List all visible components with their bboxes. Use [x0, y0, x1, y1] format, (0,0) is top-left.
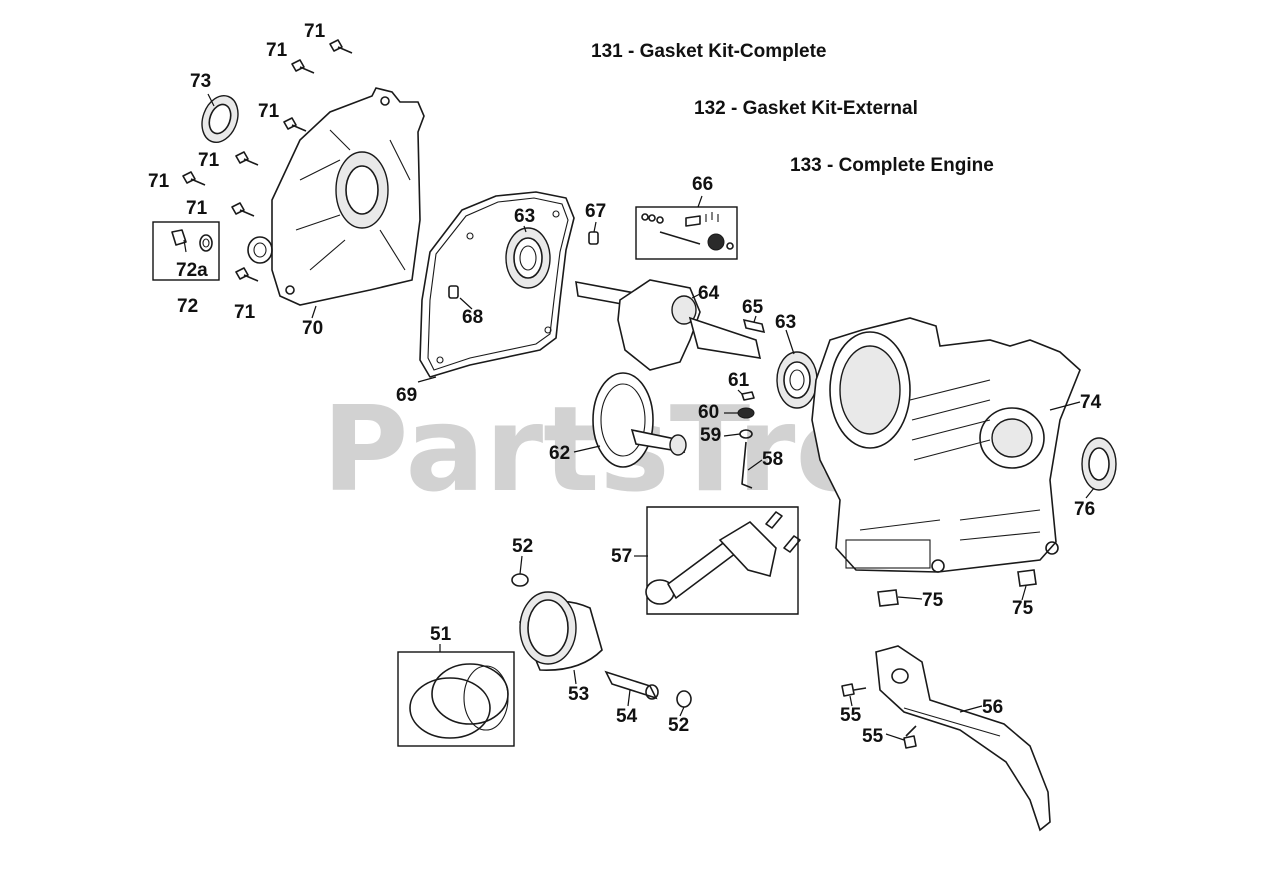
part-71-bolt[interactable]: [235, 267, 259, 282]
callout-71: 71: [198, 150, 220, 171]
callout-76: 76: [1074, 499, 1095, 520]
callout-63: 63: [514, 206, 535, 227]
callout-labels: 71 71 73 71 71 71 71 72a 72 71 70 69 68 …: [148, 21, 1102, 747]
part-68-dowel-pin[interactable]: [448, 285, 459, 299]
part-57-connecting-rod[interactable]: [645, 511, 801, 605]
part-73-oil-seal[interactable]: [196, 91, 244, 148]
part-55-bolt[interactable]: [841, 683, 867, 697]
part-54-piston-pin[interactable]: [604, 670, 659, 700]
part-60-washer[interactable]: [737, 407, 755, 419]
part-75-plug[interactable]: [877, 589, 899, 607]
part-51-piston-rings[interactable]: [409, 663, 509, 739]
part-72-box: [152, 221, 220, 281]
part-62-camshaft[interactable]: [592, 372, 687, 468]
callout-72: 72: [177, 296, 198, 317]
part-63-bearing[interactable]: [776, 351, 818, 409]
callout-63: 63: [775, 312, 796, 333]
part-52-clip[interactable]: [511, 573, 529, 587]
callout-61: 61: [728, 370, 750, 391]
part-64-crankshaft[interactable]: [575, 279, 762, 371]
callout-71: 71: [304, 21, 326, 42]
part-52-clip[interactable]: [676, 690, 692, 708]
part-71-bolt[interactable]: [291, 59, 315, 74]
callout-66: 66: [692, 174, 713, 195]
callout-57: 57: [611, 546, 632, 567]
part-56-bracket[interactable]: [875, 645, 1051, 832]
callout-54: 54: [616, 706, 638, 727]
part-71-bolt[interactable]: [231, 202, 255, 217]
callout-74: 74: [1080, 392, 1102, 413]
part-74-engine-block[interactable]: [811, 317, 1081, 573]
callout-73: 73: [190, 71, 211, 92]
part-53-piston[interactable]: [519, 591, 603, 671]
callout-75: 75: [1012, 598, 1034, 619]
part-75-plug[interactable]: [1017, 569, 1037, 587]
part-58-rod[interactable]: [741, 441, 753, 489]
part-71-bolt[interactable]: [283, 117, 307, 132]
leader-lines: [183, 93, 1095, 741]
callout-60: 60: [698, 402, 719, 423]
callout-71: 71: [186, 198, 208, 219]
callout-75: 75: [922, 590, 944, 611]
callout-68: 68: [462, 307, 483, 328]
note-complete-engine: 133 - Complete Engine: [790, 155, 994, 176]
callout-71: 71: [234, 302, 256, 323]
callout-52: 52: [668, 715, 689, 736]
callout-51: 51: [430, 624, 452, 645]
callout-53: 53: [568, 684, 589, 705]
part-67-dowel-pin[interactable]: [588, 231, 599, 245]
part-63-bearing[interactable]: [505, 227, 551, 289]
part-72a-drain-plug[interactable]: [171, 229, 213, 252]
callout-67: 67: [585, 201, 606, 222]
callout-58: 58: [762, 449, 783, 470]
callout-59: 59: [700, 425, 721, 446]
part-66-box: [635, 206, 738, 260]
callout-69: 69: [396, 385, 417, 406]
callout-55: 55: [840, 705, 862, 726]
part-71-bolt[interactable]: [235, 151, 259, 166]
part-66-governor-assembly[interactable]: [641, 212, 734, 251]
callout-52: 52: [512, 536, 533, 557]
callout-71: 71: [148, 171, 170, 192]
callout-71: 71: [266, 40, 288, 61]
callout-55: 55: [862, 726, 884, 747]
callout-56: 56: [982, 697, 1003, 718]
part-76-oil-seal[interactable]: [1081, 437, 1117, 491]
part-61-clip[interactable]: [741, 391, 755, 401]
part-70-crankcase-cover[interactable]: [247, 87, 425, 306]
part-69-crankcase-gasket[interactable]: [419, 191, 575, 378]
part-51-box: [397, 651, 515, 747]
callout-62: 62: [549, 443, 570, 464]
callout-64: 64: [698, 283, 720, 304]
part-57-box: [646, 506, 799, 615]
note-gasket-kit-external: 132 - Gasket Kit-External: [694, 98, 918, 119]
note-gasket-kit-complete: 131 - Gasket Kit-Complete: [591, 41, 826, 62]
part-65-key[interactable]: [742, 318, 766, 334]
callout-72a: 72a: [176, 260, 208, 281]
callout-71: 71: [258, 101, 280, 122]
part-71-bolt[interactable]: [329, 39, 353, 54]
part-71-bolt[interactable]: [182, 171, 206, 186]
callout-65: 65: [742, 297, 764, 318]
callout-70: 70: [302, 318, 323, 339]
part-55-bolt[interactable]: [903, 725, 917, 749]
